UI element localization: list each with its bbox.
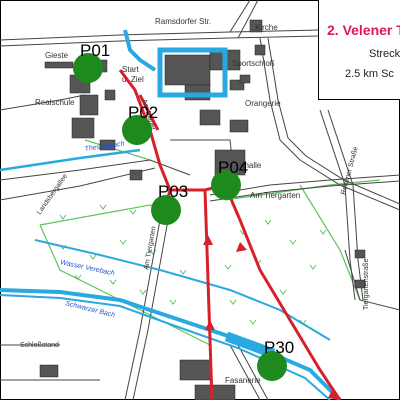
checkpoint-p02-label: P02 [128, 103, 158, 122]
label-am-tiergarten: Am Tiergarten [250, 191, 300, 200]
checkpoint-p03-label: P03 [158, 182, 188, 201]
label-stadthalle: nhalle [240, 161, 262, 170]
checkpoint-p30-marker[interactable] [257, 351, 287, 381]
label-am-tiergarten-vertical: Am Tiergarten [143, 226, 158, 271]
label-gieste: Gieste [45, 51, 69, 60]
checkpoint-p04-label: P04 [218, 158, 248, 177]
label-thesingbach: Thesingbach [84, 140, 125, 153]
route-arrows [203, 235, 340, 400]
label-rekener-strasse: Rekener Straße [340, 146, 360, 196]
race-route [118, 69, 342, 400]
label-start-ziel: u. Ziel [122, 75, 144, 84]
checkpoint-p04-marker[interactable] [211, 170, 241, 200]
title-heading: 2. Velener T [327, 22, 400, 38]
label-realschule: Realschule [35, 98, 75, 107]
label-fasanerie: Fasanerie [225, 376, 261, 385]
checkpoint-p01-marker[interactable] [73, 53, 103, 83]
checkpoint-p02-marker[interactable] [122, 115, 152, 145]
checkpoint-p30-label: P30 [264, 338, 294, 357]
title-box: 2. Velener T Streck 2.5 km Sc [318, 0, 400, 100]
label-orangerie: Orangerie [245, 99, 281, 108]
checkpoint-p01-label: P01 [80, 41, 110, 60]
checkpoint-p03-marker[interactable] [151, 195, 181, 225]
label-wasser-verebach: Wasser Verebach [60, 259, 116, 277]
park-trees [59, 204, 327, 325]
label-tiergartenstrasse: Tiergartenstraße [363, 258, 370, 310]
label-sportschloss: Sportschloß [232, 59, 275, 68]
label-ramsdorfer: Ramsdorfer Str. [155, 17, 211, 26]
title-route: Streck [369, 48, 400, 60]
title-distance: 2.5 km Sc [345, 68, 394, 80]
checkpoints: P01 P02 P03 P04 P30 [73, 41, 294, 381]
water [0, 29, 342, 400]
label-schlossstand: Schloßstand [20, 342, 59, 349]
label-landsbergallee: Landsbergallee [36, 173, 69, 216]
pond [224, 331, 276, 359]
label-start: Start [122, 65, 140, 74]
label-kirche: Kirche [255, 23, 278, 32]
